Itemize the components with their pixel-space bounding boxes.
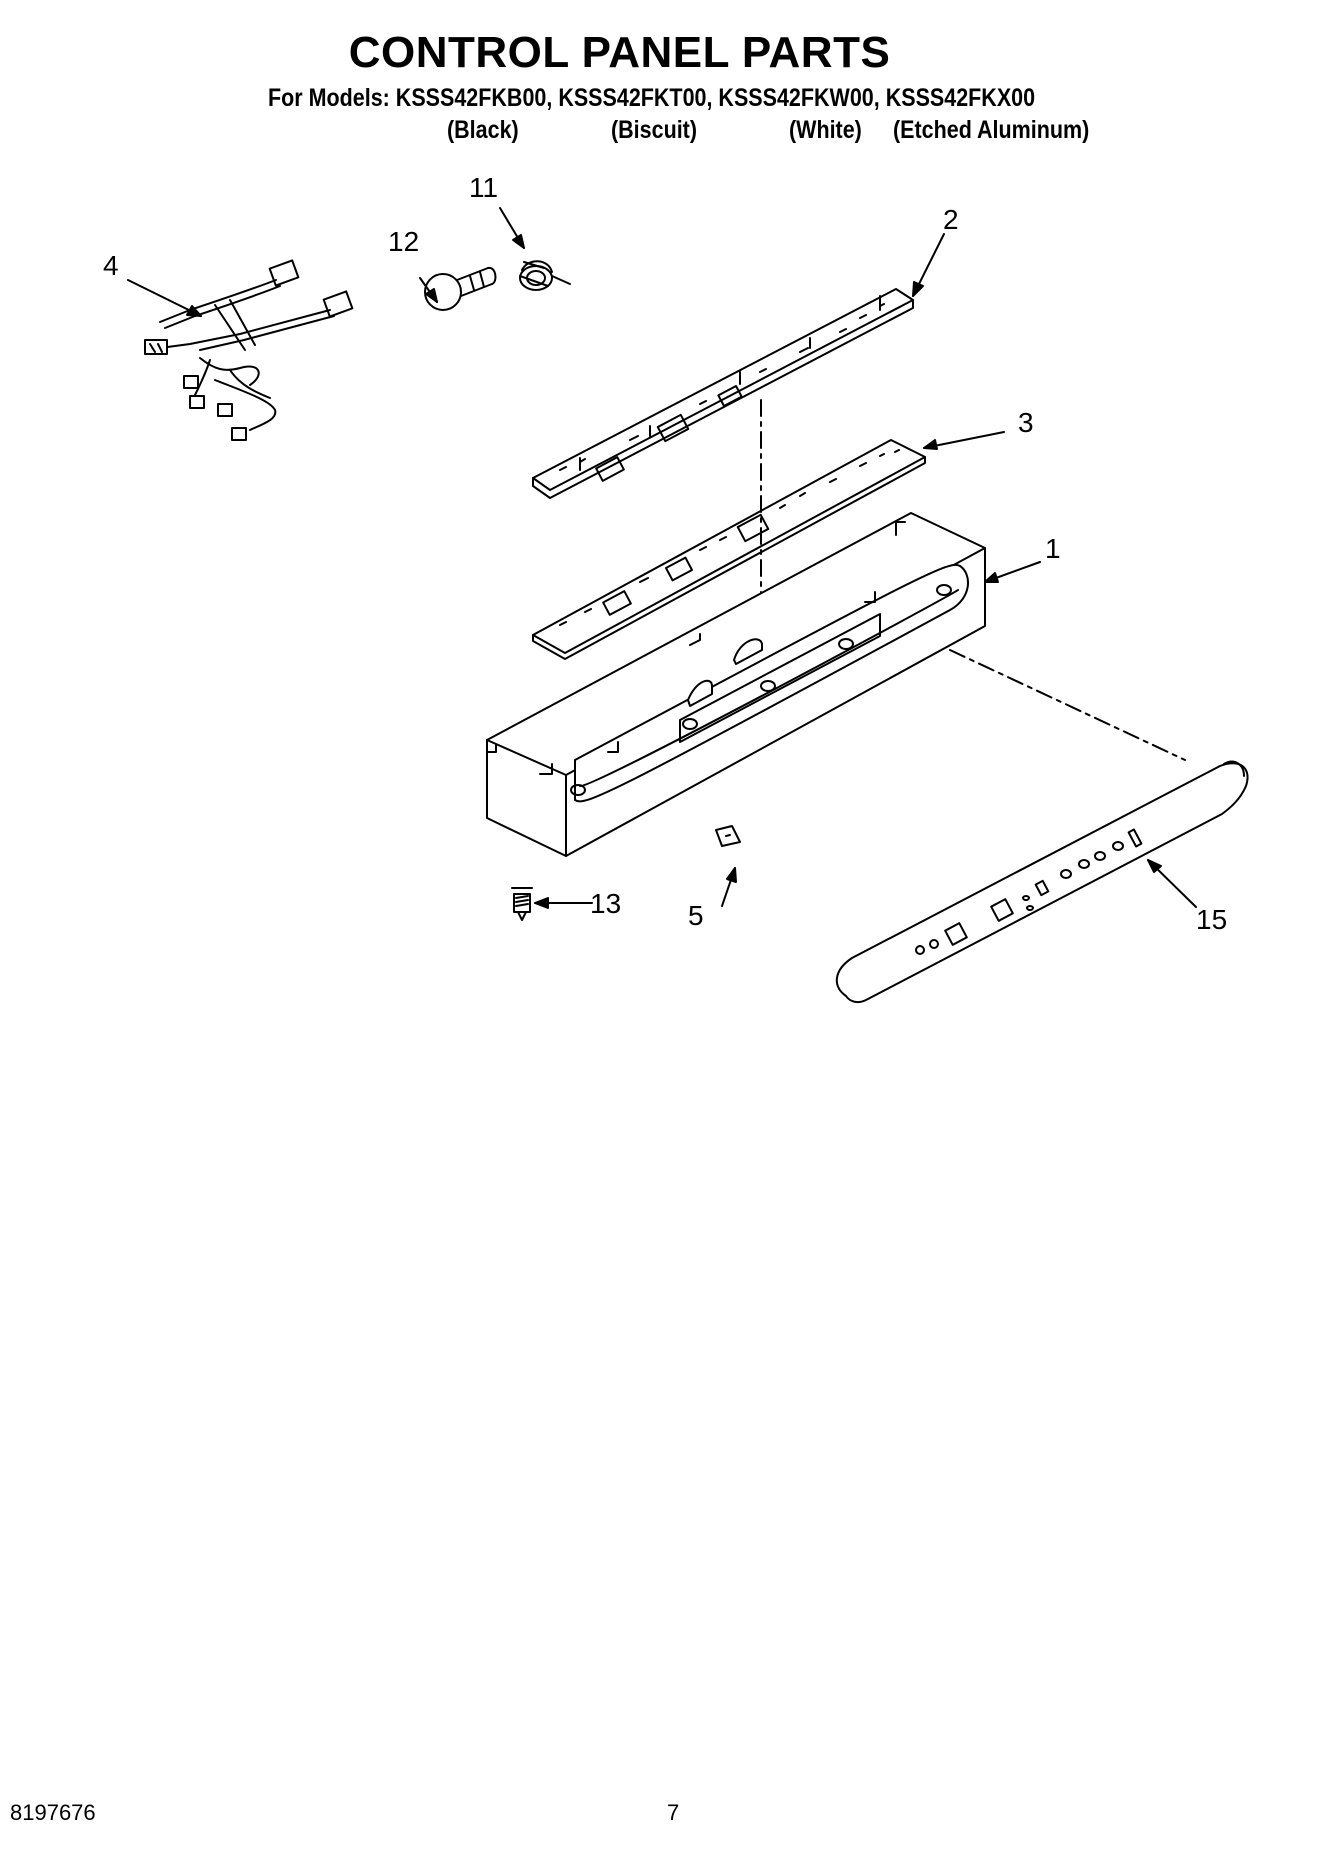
clip xyxy=(715,825,741,847)
finish-black: (Black) xyxy=(447,116,519,144)
callout-5: 5 xyxy=(688,900,704,931)
callout-11: 11 xyxy=(469,172,499,203)
page-title: CONTROL PANEL PARTS xyxy=(348,28,891,77)
page-number: 7 xyxy=(667,1800,680,1825)
lower-circuit-board xyxy=(532,439,926,660)
control-housing xyxy=(486,512,986,857)
callout-12: 12 xyxy=(388,226,420,257)
control-panel-overlay xyxy=(836,760,1249,1004)
screw xyxy=(511,887,533,921)
callout-2: 2 xyxy=(943,204,959,235)
light-bulb xyxy=(424,266,497,311)
callout-1: 1 xyxy=(1045,533,1061,564)
callout-13: 13 xyxy=(590,888,622,919)
models-line: For Models: KSSS42FKB00, KSSS42FKT00, KS… xyxy=(268,84,1036,112)
wire-harness xyxy=(144,259,354,441)
callout-4: 4 xyxy=(103,250,119,281)
callout-15: 15 xyxy=(1196,904,1228,935)
leader-arrows xyxy=(127,207,1197,909)
finish-biscuit: (Biscuit) xyxy=(611,116,697,144)
document-number: 8197676 xyxy=(10,1800,96,1825)
upper-control-board xyxy=(532,288,914,499)
finish-white: (White) xyxy=(789,116,862,144)
callout-3: 3 xyxy=(1018,407,1034,438)
finish-etched-aluminum: (Etched Aluminum) xyxy=(893,116,1090,144)
lamp-socket xyxy=(519,260,571,291)
